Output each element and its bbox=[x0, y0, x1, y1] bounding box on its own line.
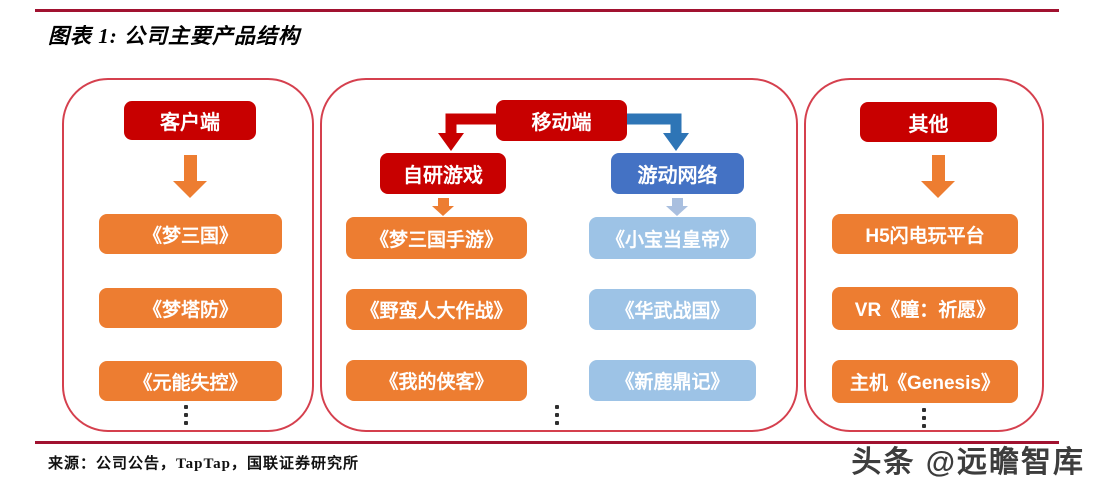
blue-elbow-arrow-icon bbox=[627, 113, 682, 134]
ellipsis-dots bbox=[922, 408, 926, 428]
other-product-3: 主机《Genesis》 bbox=[832, 360, 1018, 403]
mobile-header: 移动端 bbox=[496, 100, 627, 141]
selfdev-game-3: 《我的侠客》 bbox=[346, 360, 527, 401]
red-elbow-arrow-icon bbox=[445, 113, 496, 134]
client-game-2: 《梦塔防》 bbox=[99, 288, 282, 328]
other-header: 其他 bbox=[860, 102, 997, 142]
youdong-game-3: 《新鹿鼎记》 bbox=[589, 360, 756, 401]
other-product-2: VR《瞳：祈愿》 bbox=[832, 287, 1018, 330]
small-down-arrow-icon bbox=[666, 198, 688, 216]
ellipsis-dots bbox=[555, 405, 559, 425]
youdong-branch-header: 游动网络 bbox=[611, 153, 744, 194]
bottom-rule bbox=[35, 441, 1059, 444]
top-rule bbox=[35, 9, 1059, 12]
down-arrow-icon bbox=[921, 155, 955, 198]
selfdev-game-2: 《野蛮人大作战》 bbox=[346, 289, 527, 330]
other-product-1: H5闪电玩平台 bbox=[832, 214, 1018, 254]
client-game-3: 《元能失控》 bbox=[99, 361, 282, 401]
other-column-container: 其他 H5闪电玩平台 VR《瞳：祈愿》 主机《Genesis》 bbox=[804, 78, 1044, 432]
branch-elbow-arrows bbox=[438, 113, 689, 151]
mobile-column-container: 移动端 自研游戏 游动网络 《梦三国手游》 《野蛮人大作战》 《我的侠客》 《小… bbox=[320, 78, 798, 432]
client-game-1: 《梦三国》 bbox=[99, 214, 282, 254]
client-column-container: 客户端 《梦三国》 《梦塔防》 《元能失控》 bbox=[62, 78, 314, 432]
watermark-text: 头条 @远瞻智库 bbox=[851, 446, 1085, 479]
figure-title: 图表 1: 公司主要产品结构 bbox=[48, 24, 300, 48]
youdong-game-2: 《华武战国》 bbox=[589, 289, 756, 330]
small-down-arrow-icon bbox=[432, 198, 454, 216]
selfdev-branch-header: 自研游戏 bbox=[380, 153, 506, 194]
source-note: 来源：公司公告，TapTap，国联证券研究所 bbox=[48, 456, 359, 472]
down-arrow-icon bbox=[173, 155, 207, 198]
youdong-game-1: 《小宝当皇帝》 bbox=[589, 217, 756, 259]
client-header: 客户端 bbox=[124, 101, 256, 140]
ellipsis-dots bbox=[184, 405, 188, 425]
selfdev-game-1: 《梦三国手游》 bbox=[346, 217, 527, 259]
